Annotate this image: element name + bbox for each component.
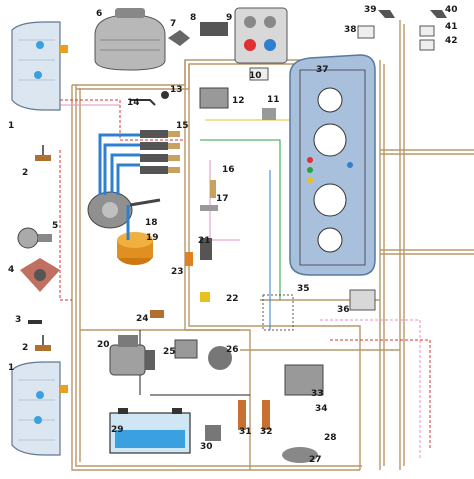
horn-5 xyxy=(17,227,52,249)
ignition-coil xyxy=(117,232,153,265)
oil-sensor-2 xyxy=(35,145,51,161)
label-20: 20 xyxy=(97,340,110,350)
battery xyxy=(109,408,191,454)
lamp-42 xyxy=(419,39,435,51)
sensor-24 xyxy=(150,310,164,318)
label-32: 32 xyxy=(260,427,273,437)
sensor-2-bottom xyxy=(35,335,51,351)
sensor-11 xyxy=(262,108,276,120)
fan-motor-4 xyxy=(20,258,60,292)
sensor-31 xyxy=(238,400,246,430)
label-10: 10 xyxy=(249,71,262,81)
valve-21 xyxy=(200,238,212,260)
label-19: 19 xyxy=(146,233,159,243)
headlight-bottom xyxy=(11,361,68,456)
label-33: 33 xyxy=(311,389,324,399)
label-34: 34 xyxy=(315,404,328,414)
label-24: 24 xyxy=(136,314,149,324)
label-15: 15 xyxy=(176,121,189,131)
label-4: 4 xyxy=(8,265,14,275)
label-3: 3 xyxy=(15,315,21,325)
switch-22 xyxy=(200,292,210,302)
lamp-41 xyxy=(419,25,435,37)
label-41: 41 xyxy=(445,22,458,32)
distributor xyxy=(87,191,161,229)
label-1-top: 1 xyxy=(8,121,14,131)
relay-7 xyxy=(168,30,190,46)
label-21: 21 xyxy=(198,236,211,246)
instrument-cluster xyxy=(289,54,376,276)
relay-30 xyxy=(205,425,221,441)
sensor-14 xyxy=(130,99,156,106)
label-11: 11 xyxy=(267,95,280,105)
label-8: 8 xyxy=(190,13,196,23)
label-40: 40 xyxy=(445,5,458,15)
label-5: 5 xyxy=(52,221,58,231)
label-1-bottom: 1 xyxy=(8,363,14,373)
switch-9 xyxy=(234,7,288,64)
harness-bundles xyxy=(71,20,474,471)
label-38: 38 xyxy=(344,25,357,35)
motor-26 xyxy=(208,346,232,370)
label-17: 17 xyxy=(216,194,229,204)
wiper-motor-27 xyxy=(282,447,318,463)
headlight-top xyxy=(11,21,68,111)
sensor-23 xyxy=(185,252,193,266)
label-6: 6 xyxy=(96,9,102,19)
label-14: 14 xyxy=(127,98,140,108)
reference-labels: 1 1 2 2 3 4 5 6 7 8 9 10 11 12 13 14 15 … xyxy=(8,5,458,465)
label-13: 13 xyxy=(170,85,183,95)
label-30: 30 xyxy=(200,442,213,452)
label-16: 16 xyxy=(222,165,235,175)
regulator-12 xyxy=(199,87,229,109)
lamp-39 xyxy=(378,10,395,18)
label-28: 28 xyxy=(324,433,337,443)
sensor-32 xyxy=(262,400,270,430)
fusebox-8 xyxy=(200,22,228,36)
spark-plug-wires xyxy=(98,133,140,240)
label-9: 9 xyxy=(226,13,232,23)
label-25: 25 xyxy=(163,347,176,357)
label-29: 29 xyxy=(111,425,124,435)
generator xyxy=(94,8,166,71)
label-26: 26 xyxy=(226,345,239,355)
starter xyxy=(109,335,155,376)
label-2-top: 2 xyxy=(22,168,28,178)
label-39: 39 xyxy=(364,5,377,15)
label-37: 37 xyxy=(316,65,329,75)
motor-25 xyxy=(174,339,198,359)
label-22: 22 xyxy=(226,294,239,304)
label-35: 35 xyxy=(297,284,310,294)
label-2-bottom: 2 xyxy=(22,343,28,353)
label-42: 42 xyxy=(445,36,458,46)
label-12: 12 xyxy=(232,96,245,106)
sensor-16 xyxy=(210,180,216,198)
label-31: 31 xyxy=(239,427,252,437)
indicator-10 xyxy=(249,67,269,81)
lamp-38 xyxy=(357,25,375,39)
sensor-17 xyxy=(200,205,218,211)
label-36: 36 xyxy=(337,305,350,315)
label-18: 18 xyxy=(145,218,158,228)
washer-pump-35 xyxy=(262,294,294,331)
spark-plugs xyxy=(140,130,180,174)
label-27: 27 xyxy=(309,455,322,465)
wiper-33 xyxy=(284,364,324,396)
heater-switch-36 xyxy=(349,289,376,311)
switch-3 xyxy=(28,320,42,324)
lamp-40 xyxy=(430,10,447,18)
switch-13 xyxy=(161,91,169,99)
label-23: 23 xyxy=(171,267,184,277)
label-7: 7 xyxy=(170,19,176,29)
